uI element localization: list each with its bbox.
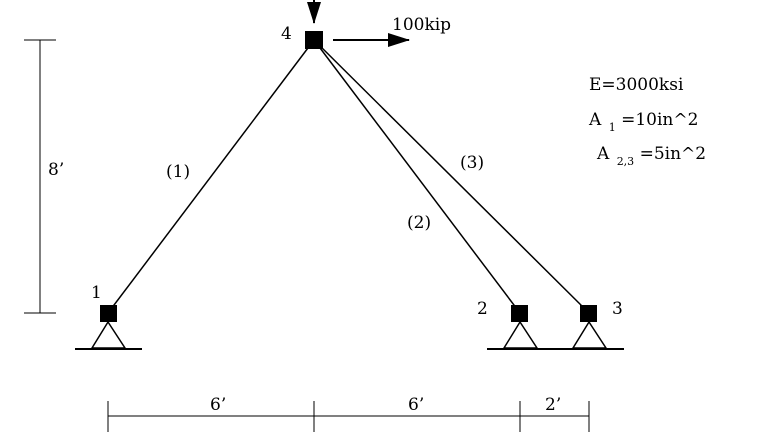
height-label-bg (45, 158, 69, 180)
node-1-label: 1 (91, 283, 102, 303)
height-dimension-label: 8’ (48, 160, 64, 180)
node-4 (305, 31, 323, 49)
span-label-1: 6’ (210, 395, 226, 415)
pin-support-1 (75, 320, 142, 350)
member-1 (107, 39, 315, 314)
member-2-label: (2) (407, 213, 431, 233)
property-a23-subscript: 2,3 (617, 155, 635, 168)
property-a23-suffix: =5in^2 (640, 144, 707, 164)
property-a1: A 1 =10in^2 (588, 110, 698, 136)
property-a1-suffix: =10in^2 (621, 110, 698, 130)
member-3-label: (3) (460, 153, 484, 173)
node-2 (511, 305, 528, 322)
height-dimension (24, 39, 56, 314)
span-dimension-line (107, 401, 590, 432)
property-a23: A 2,3 =5in^2 (596, 144, 706, 170)
pin-support-3 (571, 320, 608, 349)
horizontal-load-label: 100kip (392, 15, 451, 35)
node-3-label: 3 (612, 299, 623, 319)
property-a1-subscript: 1 (609, 121, 616, 134)
span-label-2: 6’ (408, 395, 424, 415)
property-a1-prefix: A (588, 110, 602, 130)
node-4-label: 4 (281, 24, 292, 44)
node-1 (100, 305, 117, 322)
node-3 (580, 305, 597, 322)
node-2-label: 2 (477, 299, 488, 319)
member-1-label: (1) (166, 162, 190, 182)
member-2 (313, 39, 521, 314)
property-e: E=3000ksi (589, 75, 684, 95)
pin-support-2 (502, 320, 539, 349)
property-a23-prefix: A (596, 144, 610, 164)
span-label-3: 2’ (545, 395, 561, 415)
member-3 (313, 39, 590, 314)
